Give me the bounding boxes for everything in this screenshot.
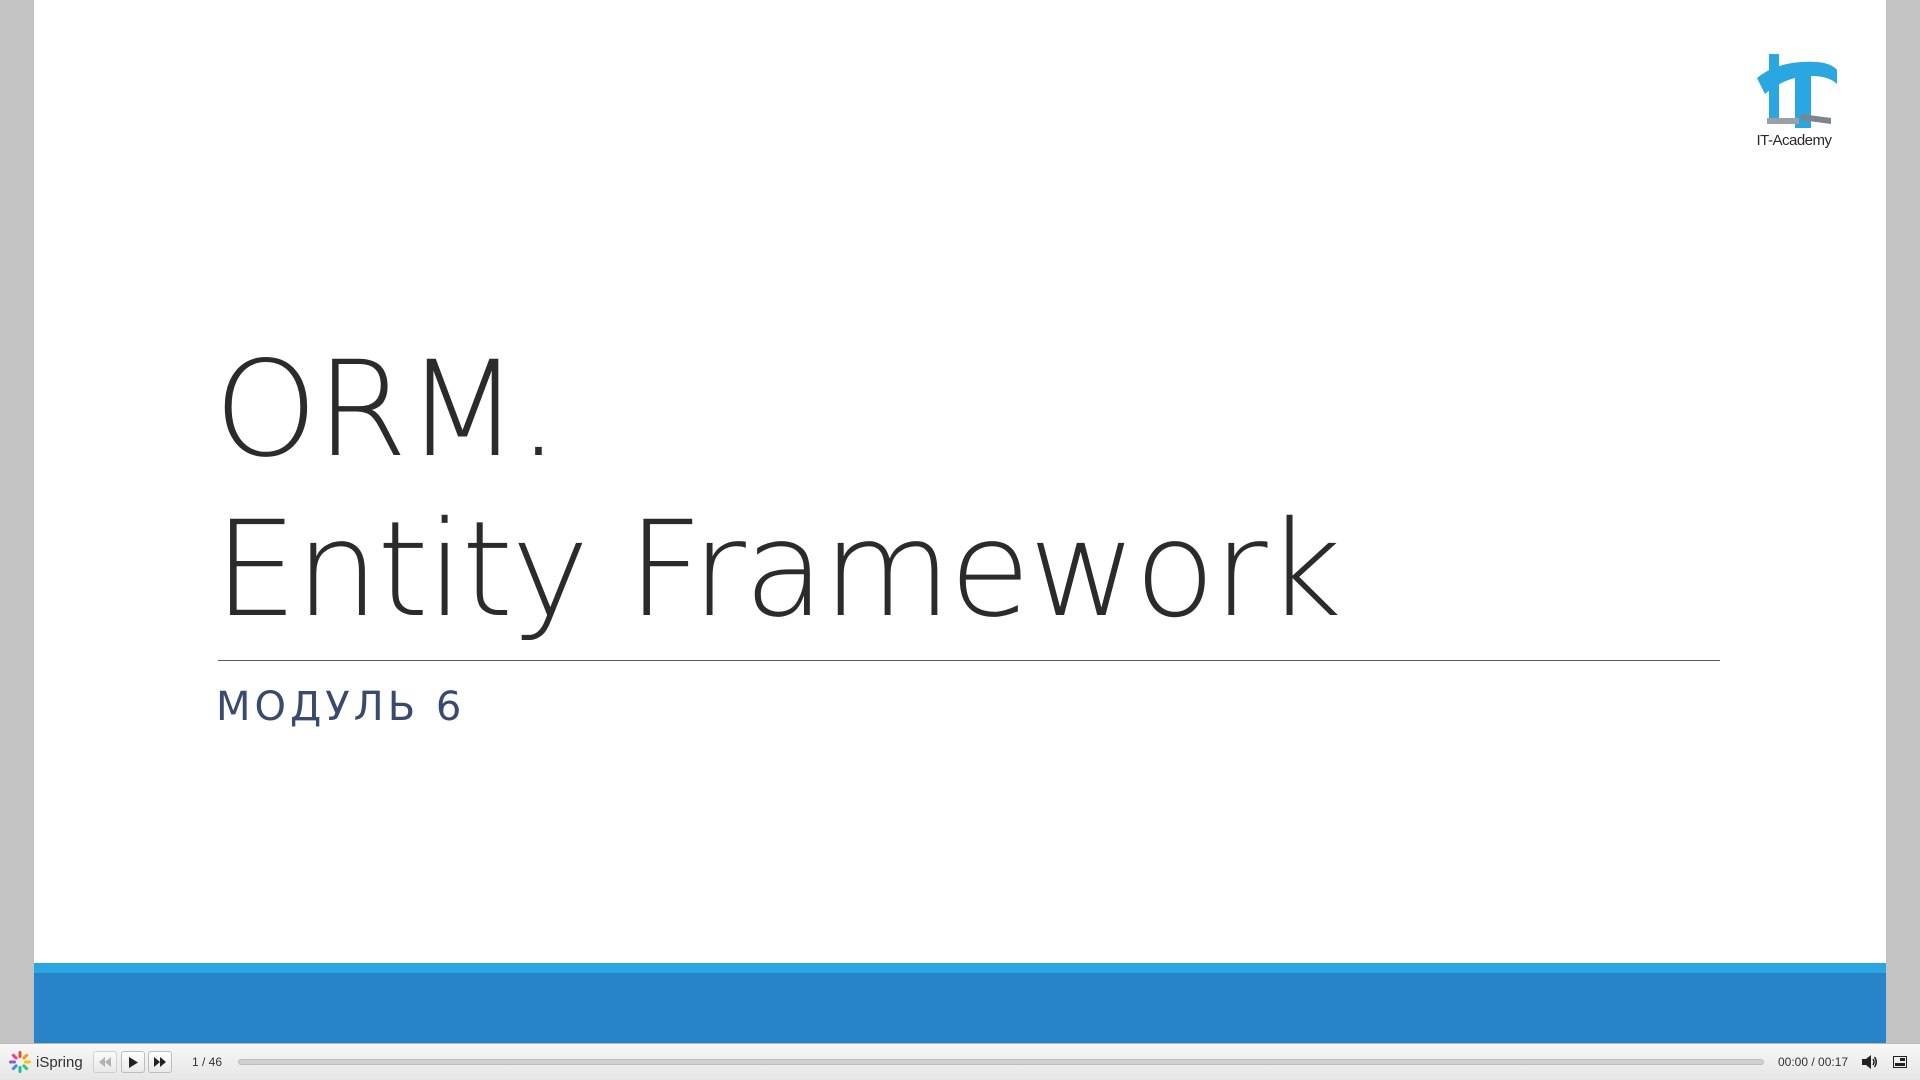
footer-band-light bbox=[34, 963, 1886, 973]
player-stage: IT-Academy ORM. Entity Framework МОДУЛЬ … bbox=[34, 0, 1886, 1043]
slide-subtitle: МОДУЛЬ 6 bbox=[216, 684, 466, 730]
slide-counter: 1 / 46 bbox=[192, 1055, 223, 1069]
footer-band-dark bbox=[34, 973, 1886, 1043]
slide: IT-Academy ORM. Entity Framework МОДУЛЬ … bbox=[34, 0, 1886, 1043]
play-button[interactable] bbox=[121, 1051, 145, 1073]
player-control-bar: iSpring 1 / 46 00:00 / 00:17 bbox=[0, 1043, 1920, 1080]
time-display: 00:00 / 00:17 bbox=[1778, 1055, 1849, 1069]
outline-toggle-button[interactable] bbox=[1888, 1051, 1912, 1073]
rewind-icon bbox=[99, 1057, 111, 1067]
ispring-flower-icon bbox=[9, 1051, 31, 1073]
next-slide-button[interactable] bbox=[148, 1051, 172, 1073]
logo-caption: IT-Academy bbox=[1756, 132, 1832, 149]
it-academy-logo-icon bbox=[1757, 54, 1837, 128]
volume-icon bbox=[1862, 1055, 1877, 1069]
progress-bar[interactable] bbox=[238, 1059, 1764, 1065]
title-line-1: ORM. bbox=[214, 333, 559, 487]
ispring-brand[interactable]: iSpring bbox=[8, 1050, 83, 1074]
brand-name: iSpring bbox=[36, 1053, 83, 1071]
play-icon bbox=[129, 1056, 138, 1068]
title-line-2: Entity Framework bbox=[214, 493, 1342, 647]
outline-toggle-icon bbox=[1893, 1056, 1907, 1068]
previous-slide-button[interactable] bbox=[93, 1051, 117, 1073]
fast-forward-icon bbox=[154, 1057, 166, 1067]
volume-button[interactable] bbox=[1858, 1051, 1882, 1073]
title-divider bbox=[218, 660, 1720, 661]
it-academy-logo: IT-Academy bbox=[1739, 48, 1849, 158]
slide-title: ORM. Entity Framework bbox=[214, 330, 1342, 650]
